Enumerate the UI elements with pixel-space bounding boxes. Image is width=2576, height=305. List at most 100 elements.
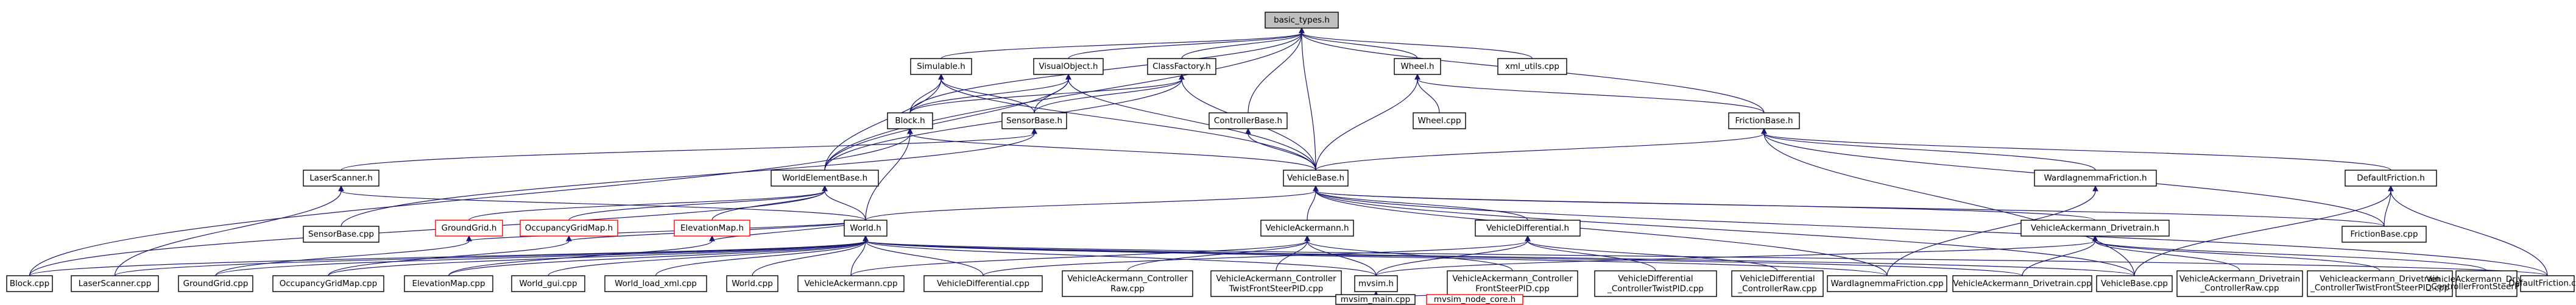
node-worldelementbase[interactable]: WorldElementBase.h <box>771 170 879 187</box>
node-sensorbase[interactable]: SensorBase.h <box>1001 112 1067 129</box>
edge-line <box>114 240 866 276</box>
node-wheel[interactable]: Wheel.h <box>1394 58 1441 75</box>
node-controllerbase[interactable]: ControllerBase.h <box>1209 112 1288 129</box>
node-vad-ctrl-front[interactable]: VehicleAckermann_Drivetrain_ControllerFr… <box>2426 270 2547 297</box>
node-world[interactable]: World.h <box>844 220 887 237</box>
node-classfactory[interactable]: ClassFactory.h <box>1147 58 1216 75</box>
node-vehicleackermann-cpp[interactable]: VehicleAckermann.cpp <box>797 275 905 292</box>
node-label: ControllerBase.h <box>1214 116 1282 126</box>
node-defaultfriction-cpp[interactable]: DefaultFriction.cpp <box>2508 275 2576 292</box>
node-simulable[interactable]: Simulable.h <box>910 58 972 75</box>
node-vd-ctrl-raw[interactable]: VehicleDifferential_ControllerRaw.cpp <box>1731 270 1824 297</box>
node-sensorbase-cpp[interactable]: SensorBase.cpp <box>303 226 379 243</box>
node-box <box>1827 275 1947 292</box>
node-va-ctrl-twist[interactable]: VehicleAckermann_ControllerTwistFrontSte… <box>1210 270 1342 297</box>
edge-line <box>2094 240 2487 271</box>
dependency-edge <box>468 185 828 221</box>
edge-arrowhead <box>863 235 869 242</box>
node-world-load-xml[interactable]: World_load_xml.cpp <box>604 275 707 292</box>
node-visualobject[interactable]: VisualObject.h <box>1033 58 1104 75</box>
node-laserscanner-cpp[interactable]: LaserScanner.cpp <box>71 275 159 292</box>
node-frictionbase-cpp[interactable]: FrictionBase.cpp <box>2341 226 2427 243</box>
node-va-ctrl-front[interactable]: VehicleAckermann_ControllerFrontSteerPID… <box>1447 270 1578 297</box>
node-basic-types[interactable]: basic_types.h <box>1265 12 1339 29</box>
node-wardiagnemma-cpp[interactable]: WardIagnemmaFriction.cpp <box>1827 275 1947 292</box>
node-vd-ctrl-twist[interactable]: VehicleDifferential_ControllerTwistPID.c… <box>1594 270 1717 297</box>
edge-line <box>1301 32 1418 59</box>
edge-line <box>114 190 342 276</box>
edge-arrowhead <box>466 235 472 242</box>
dependency-edge <box>824 73 1071 171</box>
node-block-cpp[interactable]: Block.cpp <box>6 275 53 292</box>
edge-line <box>655 240 866 276</box>
node-wardiagnemma[interactable]: WardIagnemmaFriction.h <box>2034 170 2157 187</box>
node-elevationmap-cpp[interactable]: ElevationMap.cpp <box>404 275 493 292</box>
edge-line <box>215 240 866 276</box>
edge-line <box>983 240 1528 276</box>
node-frictionbase[interactable]: FrictionBase.h <box>1728 112 1800 129</box>
node-label: Vehicleackermann_Drivetrain <box>2320 274 2440 284</box>
dependency-edge <box>1313 185 1888 276</box>
node-xml-utils[interactable]: xml_utils.cpp <box>1497 58 1567 75</box>
node-vehicledifferential[interactable]: VehicleDifferential.h <box>1475 220 1581 237</box>
node-label: VehicleAckermann.h <box>1265 223 1349 233</box>
node-groundgrid-cpp[interactable]: GroundGrid.cpp <box>178 275 253 292</box>
node-laserscanner[interactable]: LaserScanner.h <box>303 170 379 187</box>
edge-line <box>328 240 866 276</box>
node-world-cpp[interactable]: World.cpp <box>726 275 778 292</box>
node-defaultfriction[interactable]: DefaultFriction.h <box>2345 170 2437 187</box>
node-vad-ctrl-twist[interactable]: Vehicleackermann_Drivetrain_ControllerTw… <box>2307 270 2453 297</box>
edge-arrowhead <box>1304 235 1310 242</box>
node-box <box>1952 275 2092 292</box>
node-box <box>1210 270 1342 297</box>
node-box <box>910 58 972 75</box>
node-va-drivetrain[interactable]: VehicleAckermann_Drivetrain.h <box>2020 220 2170 237</box>
node-box <box>1497 58 1567 75</box>
edge-line <box>1417 79 1765 113</box>
edge-line <box>865 190 1316 221</box>
node-label: xml_utils.cpp <box>1505 62 1559 71</box>
dependency-edge <box>2092 235 2487 271</box>
edge-line <box>865 133 911 221</box>
node-box <box>6 275 53 292</box>
node-mvsim-node-core[interactable]: mvsim_node_core.h <box>1426 294 1523 305</box>
node-va-drivetrain-cpp[interactable]: VehicleAckermann_Drivetrain.cpp <box>1952 275 2092 292</box>
edge-line <box>1307 240 1377 276</box>
node-elevationmap[interactable]: ElevationMap.h <box>674 220 750 237</box>
dependency-edge <box>1245 127 1316 171</box>
edge-line <box>1315 190 1888 276</box>
node-wheel-cpp[interactable]: Wheel.cpp <box>1413 112 1466 129</box>
edge-line <box>1276 240 1308 271</box>
node-va-ctrl-raw[interactable]: VehicleAckermann_ControllerRaw.cpp <box>1062 270 1193 297</box>
node-box <box>71 275 159 292</box>
node-label: Wheel.cpp <box>1417 116 1461 126</box>
node-mvsim[interactable]: mvsim.h <box>1354 275 1398 292</box>
node-label: _ControllerTwistFrontSteerPID.cpp <box>2310 283 2449 293</box>
node-mvsim-main[interactable]: mvsim_main.cpp <box>1335 294 1416 305</box>
edge-line <box>850 240 866 276</box>
node-vehicleackermann[interactable]: VehicleAckermann.h <box>1260 220 1354 237</box>
node-label: VehicleBase.cpp <box>2101 279 2168 289</box>
dependency-edge <box>1375 235 1531 276</box>
node-block[interactable]: Block.h <box>887 112 933 129</box>
node-groundgrid[interactable]: GroundGrid.h <box>435 220 503 237</box>
node-label: GroundGrid.cpp <box>183 279 249 289</box>
node-vehicledifferential-cpp[interactable]: VehicleDifferential.cpp <box>923 275 1043 292</box>
edge-line <box>1763 133 2135 276</box>
node-box <box>1265 12 1339 29</box>
node-label: _ControllerTwistPID.cpp <box>1607 284 1704 293</box>
node-world-gui[interactable]: World_gui.cpp <box>511 275 585 292</box>
node-label: VehicleAckermann_Controller <box>1216 274 1336 284</box>
dependency-edge <box>909 73 1185 113</box>
node-box <box>178 275 253 292</box>
edge-line <box>1301 32 1316 171</box>
node-occupancygridmap[interactable]: OccupancyGridMap.h <box>520 220 618 237</box>
node-occupancygridmap-cpp[interactable]: OccupancyGridMap.cpp <box>272 275 384 292</box>
node-box <box>1426 294 1523 305</box>
node-vehiclebase[interactable]: VehicleBase.h <box>1283 170 1349 187</box>
node-vad-ctrl-raw[interactable]: VehicleAckermann_Drivetrain_ControllerRa… <box>2176 270 2303 297</box>
dependency-edge <box>341 127 1037 171</box>
node-label: VehicleAckermann_Drivetrain <box>2179 274 2300 284</box>
edge-line <box>29 190 825 276</box>
node-vehiclebase-cpp[interactable]: VehicleBase.cpp <box>2096 275 2173 292</box>
